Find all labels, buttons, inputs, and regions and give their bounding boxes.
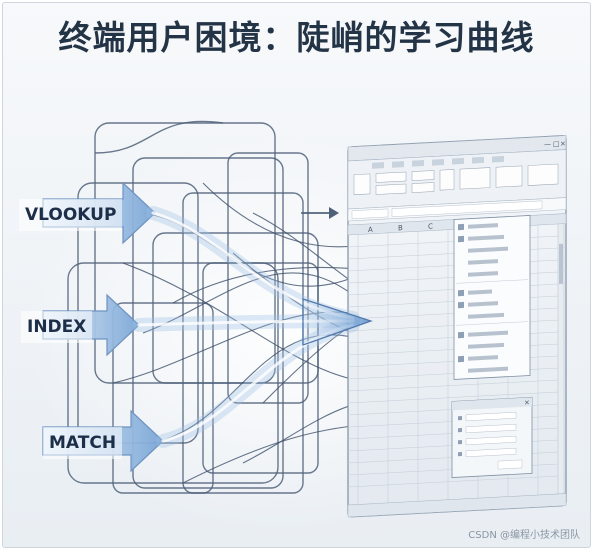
context-menu [453, 215, 531, 380]
page-title: 终端用户困境：陡峭的学习曲线 [58, 18, 535, 57]
column-header-b: B [398, 224, 403, 232]
column-header-c: C [428, 223, 433, 231]
spreadsheet-window: — □ × [347, 135, 567, 518]
function-label-index: INDEX [21, 311, 93, 343]
status-bar [347, 493, 567, 518]
scrollbar-thumb [559, 243, 563, 284]
window-min-icon: — [544, 140, 551, 148]
column-header-a: A [368, 226, 373, 234]
dialog-panel: × [451, 396, 533, 478]
ribbon-buttons [353, 163, 559, 195]
ribbon-tabs [372, 155, 504, 169]
converging-arrow-head-icon [302, 298, 373, 346]
watermark: CSDN @编程小技术团队 [468, 530, 580, 541]
function-label-vlookup: VLOOKUP [19, 199, 123, 231]
small-arrow-head-icon [329, 207, 339, 219]
function-label-match: MATCH [43, 427, 123, 459]
window-max-icon: □ [553, 140, 560, 148]
window-close-icon: × [560, 140, 566, 148]
learning-curve-illustration: — □ × [23, 120, 567, 533]
dialog-close-icon: × [524, 398, 530, 406]
